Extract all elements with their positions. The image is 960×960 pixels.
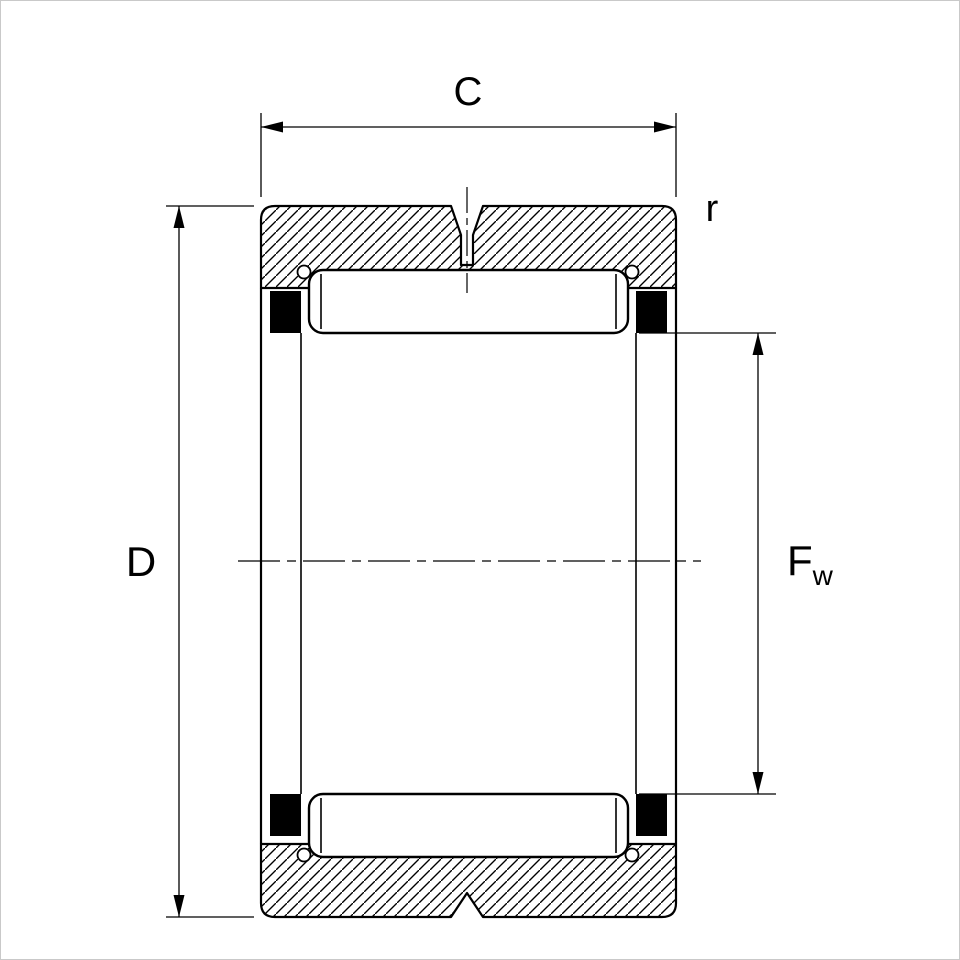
cage-rivet-circle bbox=[296, 847, 312, 863]
needle-roller-top bbox=[307, 268, 630, 335]
cage-rivet-circle bbox=[296, 264, 312, 280]
dim-d-label: D bbox=[126, 538, 156, 585]
corner-radius-label: r bbox=[706, 188, 719, 230]
outer-ring bbox=[259, 204, 678, 919]
needle-roller-bottom bbox=[307, 792, 630, 859]
dim-fw-arrow-top bbox=[752, 333, 764, 355]
dimension-d-group: D bbox=[126, 205, 254, 918]
cage-rivet-circle bbox=[624, 847, 640, 863]
dim-c-arrow-right bbox=[654, 121, 676, 133]
roller-and-cage-assembly bbox=[270, 264, 667, 863]
outer-ring-top-section bbox=[259, 204, 678, 290]
dim-c-label: C bbox=[454, 70, 483, 114]
outer-ring-bottom-section bbox=[259, 842, 678, 919]
dim-c-arrow-left bbox=[261, 121, 283, 133]
cage-rivet-circle bbox=[624, 264, 640, 280]
cage-block-top-right bbox=[636, 291, 667, 333]
dim-d-arrow-bottom bbox=[173, 895, 185, 917]
dimension-c-group: C bbox=[260, 70, 677, 197]
dim-fw-label: Fw bbox=[787, 537, 834, 591]
cage-block-bottom-right bbox=[636, 794, 667, 836]
cage-block-top-left bbox=[270, 291, 301, 333]
dim-d-arrow-top bbox=[173, 206, 185, 228]
dimension-fw-group: Fw bbox=[639, 332, 834, 795]
dim-fw-arrow-bottom bbox=[752, 772, 764, 794]
cage-block-bottom-left bbox=[270, 794, 301, 836]
